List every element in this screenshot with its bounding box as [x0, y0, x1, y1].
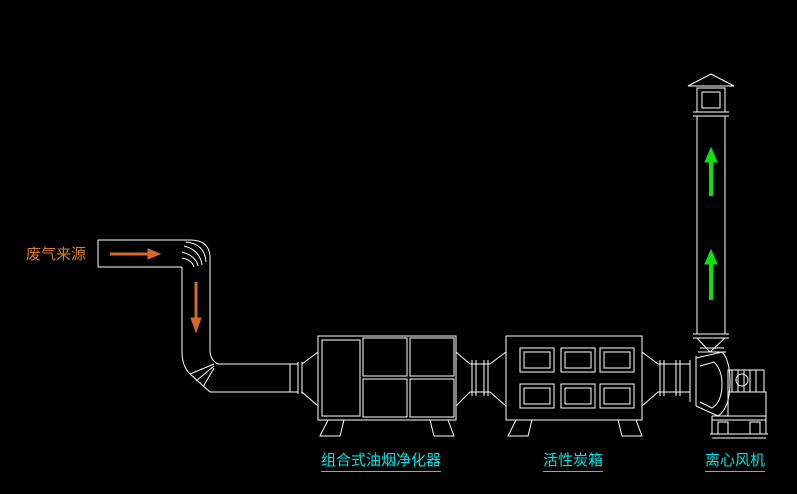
arrow-stack-lower-head — [704, 248, 718, 265]
centrifugal-fan-label: 离心风机 — [705, 451, 766, 472]
oil-fume-purifier — [301, 335, 471, 437]
connector-flange — [470, 360, 490, 396]
arrow-inlet-down-head — [190, 317, 202, 334]
exhaust-stack — [687, 73, 735, 353]
activated-carbon-box-label: 活性炭箱 — [543, 451, 604, 472]
arrow-stack-upper-head — [704, 146, 718, 163]
activated-carbon-box — [489, 335, 659, 437]
oil-fume-purifier-label: 组合式油烟净化器 — [321, 451, 442, 472]
centrifugal-fan — [689, 347, 768, 439]
flow-arrows — [110, 146, 718, 334]
inlet-duct — [97, 239, 303, 394]
fan-inlet-duct — [658, 360, 690, 396]
arrow-inlet-right-head — [147, 248, 162, 260]
exhaust-source-label: 废气来源 — [26, 245, 87, 263]
